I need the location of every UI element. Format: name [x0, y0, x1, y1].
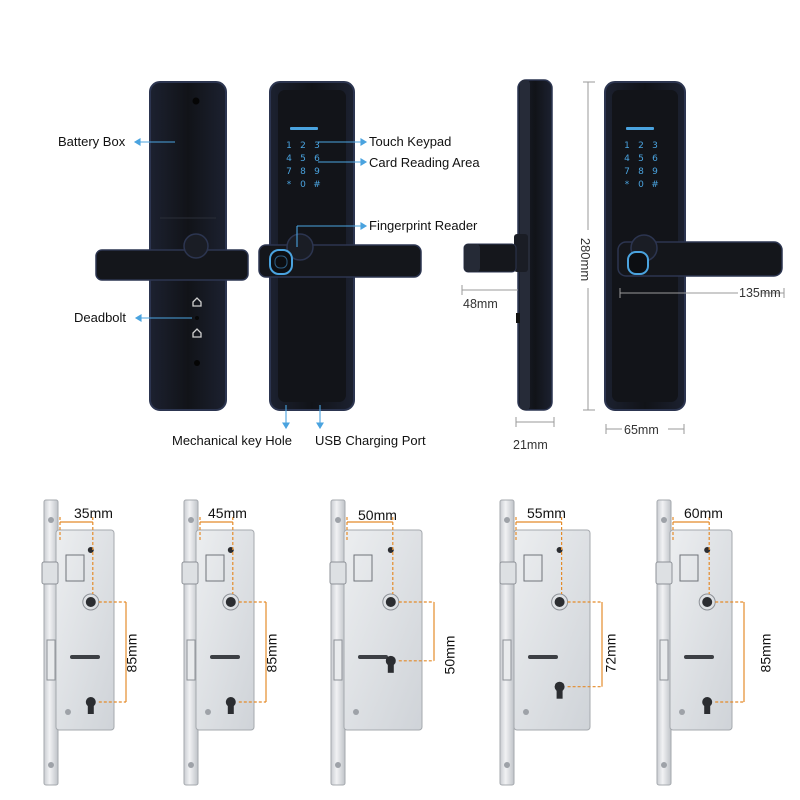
card-reading-area-label: Card Reading Area — [369, 155, 480, 170]
fingerprint-sensor-icon — [627, 251, 649, 275]
mortise-center-label: 72mm — [602, 633, 619, 673]
keypad-key: 8 — [638, 167, 644, 177]
mortise-lock-body — [499, 499, 603, 786]
height-dimension: 280mm — [578, 237, 594, 282]
mortise-bodies — [41, 499, 745, 786]
keypad-key: 6 — [314, 154, 320, 164]
battery-box-label: Battery Box — [58, 134, 126, 149]
keypad-key: 2 — [300, 141, 306, 151]
usb-charging-port-label: USB Charging Port — [315, 433, 426, 448]
keypad-key: 7 — [624, 167, 630, 177]
keypad-key: 3 — [314, 141, 320, 151]
keypad-key: 9 — [652, 167, 658, 177]
fingerprint-reader-label: Fingerprint Reader — [369, 218, 478, 233]
mortise-center-label: 85mm — [263, 633, 280, 673]
keypad-key: * — [625, 180, 630, 190]
mortise-backset-label: 55mm — [527, 505, 566, 521]
keypad-key: 0 — [300, 180, 306, 190]
mortise-center-label: 85mm — [123, 633, 140, 673]
deadbolt-label: Deadbolt — [74, 310, 127, 325]
callout-lines — [133, 138, 368, 430]
width-dimension: 65mm — [624, 423, 659, 437]
depth-dimension: 21mm — [513, 438, 548, 452]
mechanical-key-hole-label: Mechanical key Hole — [172, 433, 292, 448]
keypad-key: # — [651, 180, 659, 190]
mortise-backset-label: 50mm — [358, 507, 397, 523]
dimension-lines — [461, 81, 785, 434]
keypad-key: 4 — [286, 154, 292, 164]
keypad-key: * — [287, 180, 292, 190]
keypad-key: 1 — [624, 141, 630, 151]
lock-icon — [192, 297, 202, 307]
keypad-key: 9 — [314, 167, 320, 177]
mortise-backset-label: 35mm — [74, 505, 113, 521]
mortise-center-label: 50mm — [441, 635, 458, 675]
mortise-center-label: 85mm — [757, 633, 774, 673]
keypad-key: # — [313, 180, 321, 190]
mortise-backset-label: 60mm — [684, 505, 723, 521]
keypad-key: 8 — [300, 167, 306, 177]
lock-back-view — [95, 81, 249, 411]
screw-hole-icon — [192, 97, 200, 105]
spindle-dimension: 48mm — [463, 297, 498, 311]
lock-icon — [192, 328, 202, 338]
mortise-lock-body — [181, 499, 267, 786]
keyhole-icon — [194, 360, 200, 366]
keypad-key: 7 — [286, 167, 292, 177]
keypad-key: 0 — [638, 180, 644, 190]
touch-keypad-label: Touch Keypad — [369, 134, 452, 149]
keypad-key: 5 — [300, 154, 306, 164]
fingerprint-sensor-icon — [269, 249, 293, 275]
lock-side-view — [463, 79, 553, 411]
handle-length-dimension: 135mm — [739, 286, 781, 300]
keypad-key: 3 — [652, 141, 658, 151]
card-reader-light — [290, 127, 318, 130]
keypad-key: 6 — [652, 154, 658, 164]
mortise-lock-body — [655, 499, 745, 786]
keypad-key: 2 — [638, 141, 644, 151]
mortise-backset-label: 45mm — [208, 505, 247, 521]
keypad-key: 5 — [638, 154, 644, 164]
keypad-key: 1 — [286, 141, 292, 151]
mortise-lock-body — [329, 499, 435, 786]
keypad-key: 4 — [624, 154, 630, 164]
mortise-lock-body — [41, 499, 127, 786]
